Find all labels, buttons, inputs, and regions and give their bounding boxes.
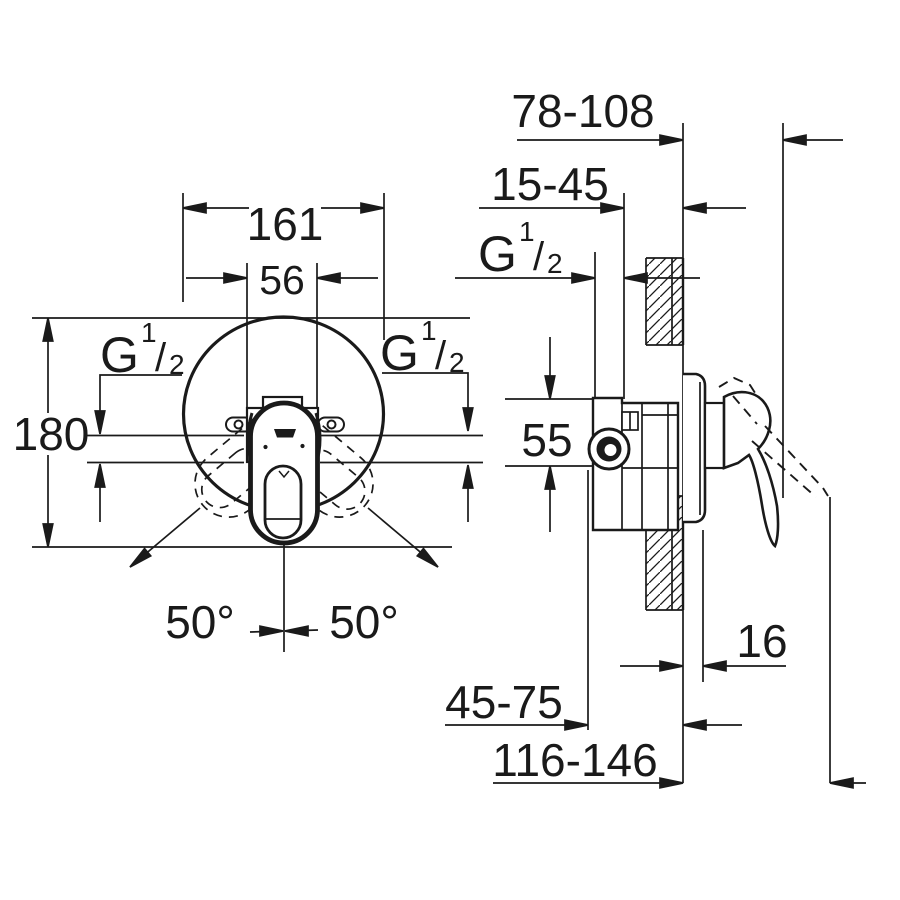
label-recess-depth: 15-45 [491,158,609,210]
side-view [445,123,866,789]
label-body-height: 55 [521,414,572,466]
label-supply-depth: 45-75 [445,676,563,728]
svg-text:2: 2 [449,347,465,378]
thread-callout-left [94,374,182,522]
svg-text:1: 1 [519,216,535,247]
svg-text:/: / [533,235,545,279]
supply-elbow [587,427,631,471]
svg-text:G: G [100,327,139,383]
thread-label-front-right: G 1 / 2 [380,315,465,381]
label-overall-height: 180 [13,408,90,460]
lever-handle-side [722,390,780,549]
label-plate-thickness: 16 [736,615,787,667]
wall-section-upper [645,257,685,346]
dim-116-146 [493,777,866,789]
label-projection-open: 78-108 [511,85,654,137]
dim-56 [186,272,378,284]
label-projection-total: 116-146 [492,734,657,786]
dimension-labels: 161 56 180 50° 50° G 1 / 2 G 1 / 2 G 1 /… [13,85,788,786]
dim-161 [182,193,385,340]
dim-15-45 [479,202,746,214]
cartridge-stem [703,401,726,470]
thread-label-front-left: G 1 / 2 [100,317,185,383]
dim-g12-side [455,272,700,284]
svg-text:2: 2 [169,349,185,380]
thread-label-side: G 1 / 2 [478,216,563,282]
svg-text:1: 1 [421,315,437,346]
label-swing-left: 50° [165,596,235,648]
dim-16 [620,660,786,672]
label-swing-right: 50° [329,596,399,648]
thread-callout-right [382,372,474,522]
svg-text:/: / [155,336,167,380]
dim-180 [42,317,54,548]
dim-55 [544,337,556,532]
lever-open-position-dashed [718,376,829,498]
svg-text:G: G [380,325,419,381]
svg-text:1: 1 [141,317,157,348]
front-view [32,193,483,652]
lever-grip-opening [263,464,303,540]
dim-78-108 [517,134,843,146]
svg-text:/: / [435,334,447,378]
escutcheon-side [683,372,707,524]
label-cartridge-width: 56 [259,257,305,303]
label-plate-diameter: 161 [247,198,324,250]
dim-45-75 [445,719,742,731]
svg-text:G: G [478,226,517,282]
brand-logo-mark [274,429,296,438]
svg-text:2: 2 [547,248,563,279]
